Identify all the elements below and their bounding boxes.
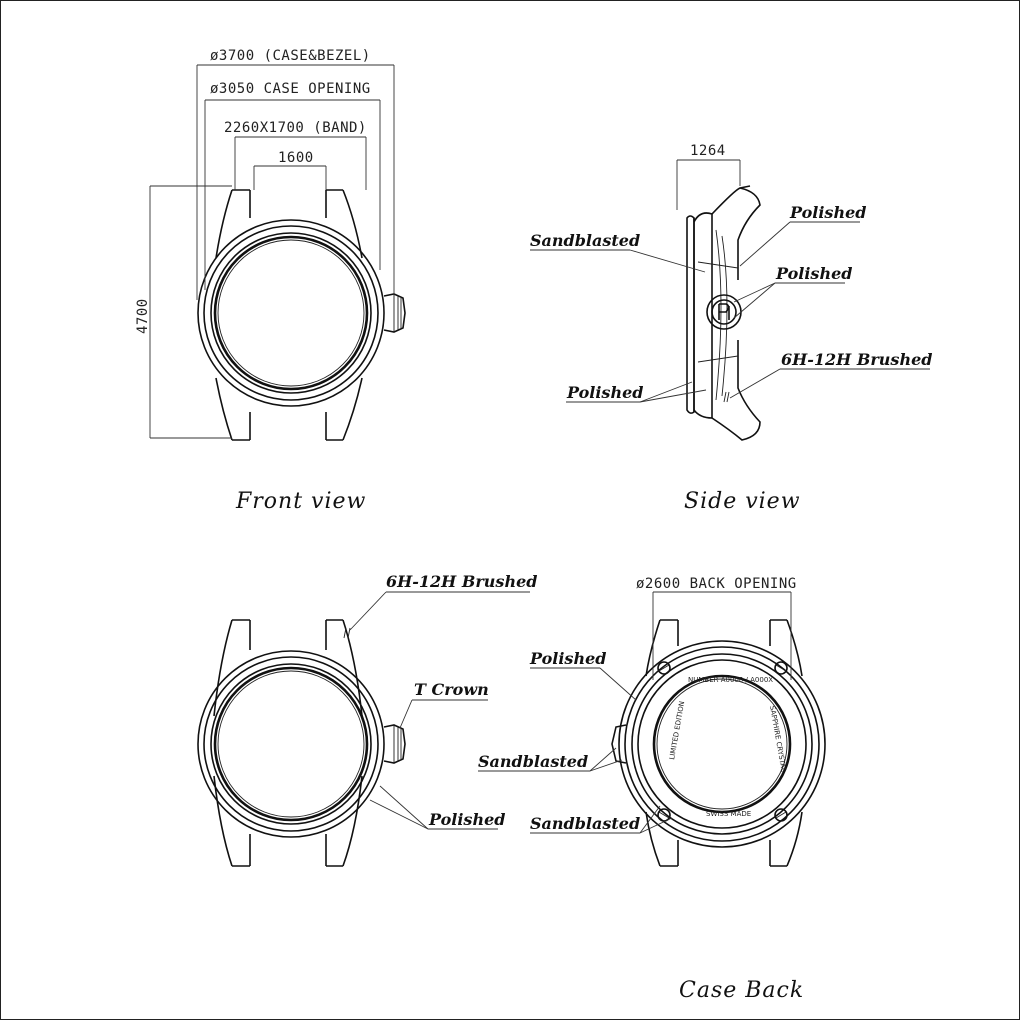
- callout-side-sandblasted: Sandblasted: [530, 231, 640, 250]
- dim-back-opening: ø2600 BACK OPENING: [636, 576, 797, 592]
- engraving-bottom: SWISS MADE: [706, 810, 751, 818]
- dim-thickness: 1264: [690, 143, 726, 159]
- front-view: ø3700 (CASE&BEZEL) ø3050 CASE OPENING 22…: [135, 48, 406, 514]
- callout-side-polished-2: Polished: [775, 264, 852, 283]
- dim-band: 2260X1700 (BAND): [224, 120, 367, 136]
- callout-side-polished-1: Polished: [789, 203, 866, 222]
- callout-front-polished: Polished: [428, 810, 505, 829]
- dim-case-opening: ø3050 CASE OPENING: [210, 81, 371, 97]
- case-back-title: Case Back: [679, 978, 804, 1003]
- callout-side-polished-3: Polished: [566, 383, 643, 402]
- callout-back-polished: Polished: [529, 649, 606, 668]
- callout-front-crown: T Crown: [414, 680, 489, 699]
- callout-side-brushed: 6H-12H Brushed: [781, 350, 932, 369]
- front-finish-view: 6H-12H Brushed T Crown Polished: [197, 572, 537, 867]
- side-view-title: Side view: [684, 489, 801, 514]
- dim-lug-inner: 1600: [278, 150, 314, 166]
- dim-height: 4700: [135, 298, 151, 334]
- callout-front-brushed: 6H-12H Brushed: [386, 572, 537, 591]
- engraving-top: NUMBER A0000 / A000X: [688, 676, 773, 684]
- callout-back-sandblasted-2: Sandblasted: [530, 814, 640, 833]
- engraving-left: LIMITED EDITION: [668, 701, 686, 761]
- case-back-view: NUMBER A0000 / A000X LIMITED EDITION SAP…: [478, 576, 826, 1003]
- front-view-title: Front view: [235, 489, 366, 514]
- side-view: 1264 Polished Sandblasted Polished 6H-12…: [530, 143, 932, 514]
- callout-back-sandblasted-1: Sandblasted: [478, 752, 588, 771]
- dim-case-bezel: ø3700 (CASE&BEZEL): [210, 48, 371, 64]
